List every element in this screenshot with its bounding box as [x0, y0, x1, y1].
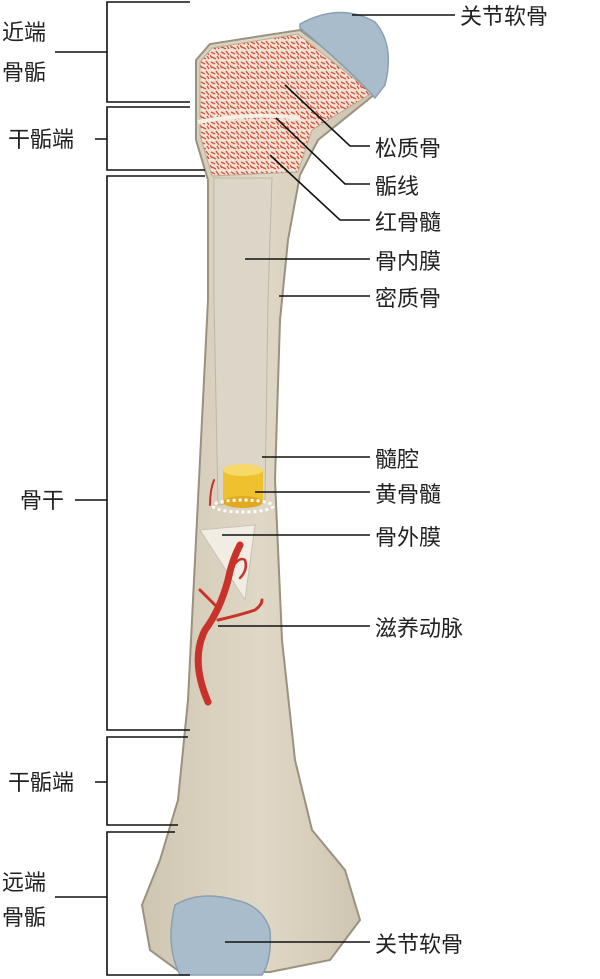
- label-text: 远端: [2, 871, 46, 896]
- label-nutrient-artery: 滋养动脉: [218, 617, 463, 642]
- label-text: 骨骺: [2, 906, 46, 931]
- label-endosteum: 骨内膜: [245, 250, 441, 275]
- bracket-distal-epiphysis: 远端 骨骺: [2, 831, 190, 976]
- label-yellow-marrow: 黄骨髓: [255, 483, 441, 508]
- label-articular-cartilage-top: 关节软骨: [352, 5, 548, 30]
- articular-cartilage-top: [299, 11, 390, 100]
- nutrient-artery: [194, 479, 264, 706]
- bracket-diaphysis: 骨干: [20, 175, 205, 731]
- label-articular-cartilage-bottom: 关节软骨: [225, 933, 463, 958]
- label-periosteum: 骨外膜: [222, 526, 441, 551]
- label-text: 近端: [2, 21, 46, 46]
- label-text: 骨内膜: [375, 250, 441, 275]
- label-text: 黄骨髓: [375, 483, 441, 508]
- spongy-bone-region: [199, 33, 373, 177]
- label-text: 干骺端: [8, 771, 74, 796]
- label-text: 关节软骨: [460, 5, 548, 30]
- label-text: 关节软骨: [375, 933, 463, 958]
- label-text: 骨干: [20, 489, 64, 514]
- bracket-metaphysis-top: 干骺端: [8, 106, 205, 171]
- label-text: 骨外膜: [375, 526, 441, 551]
- label-medullary-cavity: 髓腔: [262, 448, 419, 473]
- yellow-marrow: [211, 464, 275, 514]
- label-red-marrow: 红骨髓: [269, 154, 441, 236]
- label-epiphyseal-line: 骺线: [275, 117, 419, 200]
- label-text: 髓腔: [375, 448, 419, 473]
- label-text: 滋养动脉: [375, 617, 463, 642]
- label-spongy-bone: 松质骨: [284, 84, 441, 162]
- bracket-proximal-epiphysis: 近端 骨骺: [2, 1, 190, 103]
- label-text: 红骨髓: [375, 211, 441, 236]
- label-compact-bone: 密质骨: [279, 287, 441, 312]
- label-text: 骨骺: [2, 61, 46, 86]
- epiphyseal-line: [197, 113, 301, 124]
- medullary-cavity: [213, 177, 273, 506]
- articular-cartilage-bottom: [170, 895, 272, 976]
- bracket-metaphysis-bottom: 干骺端: [8, 736, 188, 826]
- label-text: 干骺端: [8, 128, 74, 153]
- label-text: 骺线: [375, 175, 419, 200]
- label-text: 松质骨: [375, 137, 441, 162]
- label-text: 密质骨: [375, 287, 441, 312]
